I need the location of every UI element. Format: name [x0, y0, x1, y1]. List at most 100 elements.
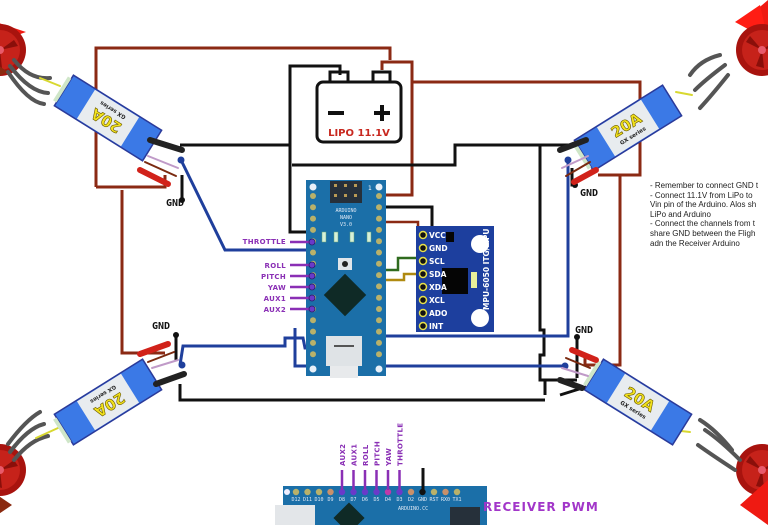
- mpu-name: MPU-6050 ITG/MPU: [482, 228, 491, 310]
- nano-pin-left: [310, 339, 316, 346]
- receiver-pin-label: D6: [362, 497, 368, 503]
- mpu-pin: [418, 243, 428, 253]
- motor-front-left: [0, 23, 26, 76]
- mpu-pin: [418, 308, 428, 318]
- esc-leads: [137, 137, 599, 391]
- receiver-pin-label: D2: [408, 497, 414, 503]
- receiver-pin: [292, 488, 300, 496]
- nano-pin-left: [310, 249, 316, 256]
- receiver-channel-label: AUX1: [351, 444, 359, 466]
- receiver-pin: [338, 488, 346, 496]
- receiver-pin: [361, 488, 369, 496]
- mpu-pin: [418, 282, 428, 292]
- mpu-pin: [418, 269, 428, 279]
- receiver-pin: [442, 488, 449, 496]
- receiver-channel-label: AUX2: [339, 444, 347, 466]
- board-name-line2: NANO: [340, 215, 352, 221]
- esc-front-right: 20A GX series: [570, 84, 683, 174]
- board-name-line3: V3.0: [340, 222, 352, 228]
- receiver-pin: [304, 488, 311, 496]
- receiver-channel-label: PITCH: [374, 441, 382, 466]
- nano-pin-right: [376, 193, 382, 199]
- receiver-pin: [315, 488, 323, 496]
- mpu-pin: [418, 230, 428, 240]
- nano-pin-left: [310, 226, 316, 233]
- motor-rear-left: [0, 444, 26, 514]
- esc-rear-left: 20A GX series: [50, 358, 163, 448]
- receiver-pin-label: TX1: [452, 497, 461, 503]
- note-line: LiPo and Arduino: [650, 209, 711, 219]
- mpu-pin-label: SDA: [429, 270, 447, 279]
- receiver-pin-label: GND: [418, 497, 427, 503]
- receiver-pin-label: D5: [373, 497, 379, 503]
- fc-label-throttle: THROTTLE: [243, 238, 286, 246]
- gnd-label-rear-right: GND: [575, 325, 593, 336]
- receiver-pin-label: D9: [327, 497, 333, 503]
- receiver-channel-label: THROTTLE: [397, 423, 405, 466]
- nano-pin-right: [376, 306, 382, 312]
- mount-hole: [284, 489, 290, 495]
- motor-front-right: [735, 0, 768, 76]
- receiver-pin: [453, 488, 461, 496]
- receiver-pin-label: D3: [396, 497, 402, 503]
- fc-label-pitch: PITCH: [261, 273, 286, 281]
- nano-pin-right: [376, 294, 382, 301]
- receiver-channel-label: YAW: [385, 448, 393, 467]
- nano-pin-right: [376, 238, 382, 245]
- signal-wires: [178, 159, 570, 368]
- receiver-pwm-label: RECEIVER PWM: [483, 500, 599, 514]
- motor-leads: [6, 53, 742, 472]
- note-line: Vin pin of the Arduino. Alos sh: [650, 200, 757, 210]
- receiver-pin-label: D10: [314, 497, 323, 503]
- battery-minus-icon: [328, 111, 344, 115]
- nano-pin-right: [376, 328, 382, 335]
- nano-pin-left: [310, 204, 316, 211]
- nano-pin-left: [310, 317, 316, 324]
- receiver-pin-label: D7: [350, 497, 356, 503]
- fc-label-aux1: AUX1: [264, 295, 286, 303]
- gnd-label-front-right: GND: [580, 188, 598, 199]
- mpu-pin-label: SCL: [429, 257, 445, 266]
- nano-pin-right: [376, 215, 382, 222]
- nano-pin-left: [310, 215, 316, 222]
- nano-pin-right: [376, 317, 382, 324]
- receiver-pin-label: D12: [291, 497, 300, 503]
- note-line: share GND between the Fligh: [650, 228, 756, 238]
- motor-rear-right: [736, 444, 768, 525]
- receiver-pin-label: RST: [429, 497, 438, 503]
- nano-pin-left: [310, 193, 316, 199]
- nano-pin-left: [310, 351, 316, 358]
- nano-pin-right: [376, 249, 382, 256]
- nano-pin-right: [376, 204, 382, 211]
- mpu-pin: [418, 256, 428, 266]
- signal-junctions: [177, 156, 572, 370]
- mpu-pin-label: XCL: [429, 296, 445, 305]
- fc-label-yaw: YAW: [267, 284, 286, 292]
- esc-rear-right: 20A GX series: [580, 356, 693, 446]
- note-line: adn the Receiver Arduino: [650, 238, 740, 248]
- receiver-pin: [327, 488, 334, 496]
- nano-pin-right: [376, 351, 382, 358]
- fc-label-roll: ROLL: [265, 262, 287, 270]
- nano-pin-left: [310, 328, 316, 335]
- lipo-battery: LIPO 11.1V: [315, 70, 403, 144]
- notes-panel: - Remember to connect GND t- Connect 11.…: [650, 181, 768, 248]
- mpu-pin-label: XDA: [429, 283, 447, 292]
- board-name-line1: ARDUINO: [335, 208, 356, 214]
- nano-pin-right: [376, 226, 382, 233]
- mpu-pin-label: VCC: [429, 231, 446, 240]
- battery-plus-icon: [374, 105, 390, 121]
- nano-pin-right: [376, 339, 382, 346]
- fc-label-aux2: AUX2: [264, 306, 286, 314]
- receiver-pin: [430, 488, 438, 496]
- mpu-pin-label: INT: [429, 322, 444, 331]
- esc-front-left: 20A GX series: [50, 72, 163, 162]
- receiver-pin: [373, 488, 380, 496]
- receiver-pin-label: D8: [339, 497, 345, 503]
- mpu-pin: [418, 321, 428, 331]
- mpu-pin-label: GND: [429, 244, 448, 253]
- note-line: - Connect 11.1V from LiPo to: [650, 190, 753, 200]
- mpu-pin: [418, 295, 428, 305]
